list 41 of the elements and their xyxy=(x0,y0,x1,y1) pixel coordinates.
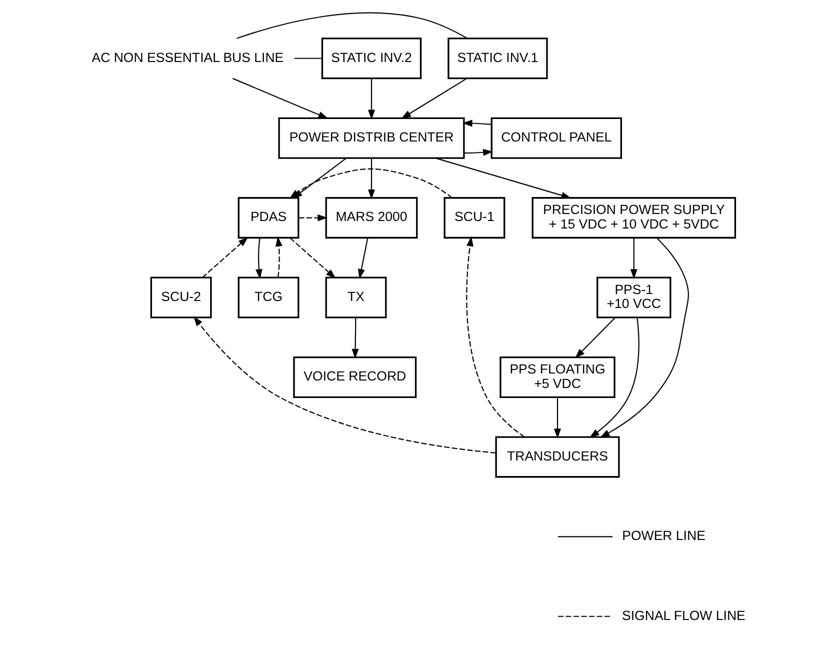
arrow xyxy=(599,238,688,438)
arrow xyxy=(466,236,524,438)
node-box: SCU-2 xyxy=(150,276,212,318)
arrow xyxy=(554,398,560,439)
arrow xyxy=(351,318,358,359)
arrow xyxy=(274,236,282,278)
arrow xyxy=(588,318,639,438)
node-box: TRANSDUCERS xyxy=(494,436,620,478)
arrow xyxy=(232,78,328,119)
node-box: CONTROL PANEL xyxy=(490,117,622,159)
arrow xyxy=(202,236,248,278)
arrow xyxy=(463,148,493,156)
arrow xyxy=(298,214,328,222)
node-box: PDAS xyxy=(237,197,299,239)
legend-label: POWER LINE xyxy=(622,528,705,544)
connector xyxy=(294,58,322,59)
node-box: TX xyxy=(324,276,386,318)
arrow xyxy=(434,158,571,199)
node-box: POWER DISTRIB CENTER xyxy=(278,117,464,159)
node-box: TCG xyxy=(237,276,299,318)
node-box: STATIC INV.1 xyxy=(447,38,548,80)
arrow xyxy=(630,238,637,280)
node-box: STATIC INV.2 xyxy=(320,38,422,80)
arrow xyxy=(289,238,336,279)
arrow xyxy=(255,238,262,280)
arrow xyxy=(400,78,467,119)
arrow xyxy=(368,78,374,120)
connector xyxy=(236,12,467,39)
node-box: PRECISION POWER SUPPLY + 15 VDC + 10 VDC + 5VDC xyxy=(531,197,736,239)
arrow xyxy=(574,317,615,358)
node-box: MARS 2000 xyxy=(324,197,418,239)
legend-label: SIGNAL FLOW LINE xyxy=(622,608,745,623)
node-box: VOICE RECORD xyxy=(292,356,416,398)
node-text: AC NON ESSENTIAL BUS LINE xyxy=(91,50,284,65)
node-box: SCU-1 xyxy=(443,197,505,239)
arrow xyxy=(357,238,368,280)
node-box: PPS FLOATING +5 VDC xyxy=(499,356,615,398)
arrow xyxy=(368,158,374,200)
arrow xyxy=(192,316,496,454)
node-box: PPS-1 +10 VCC xyxy=(596,276,671,318)
arrow xyxy=(462,120,491,127)
